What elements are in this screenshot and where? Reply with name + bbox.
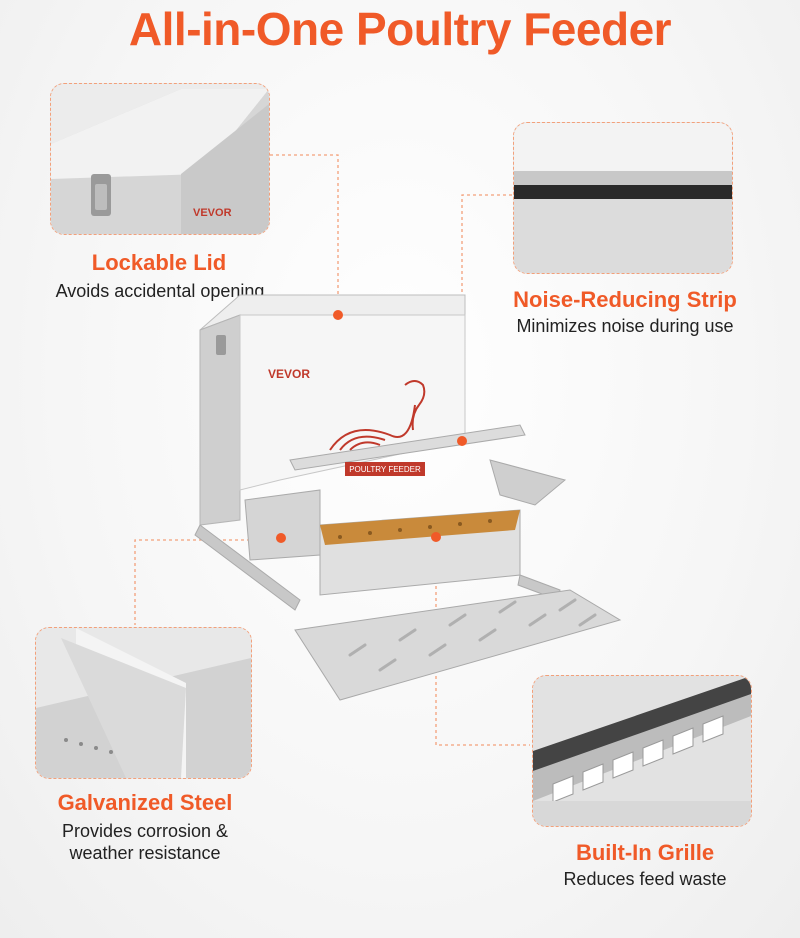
feature-desc-built-in-grille: Reduces feed waste [563, 869, 727, 889]
feature-title-galvanized-steel: Galvanized Steel [57, 790, 233, 815]
product-label: POULTRY FEEDER [349, 465, 421, 474]
feature-desc-lockable-lid: Avoids accidental opening [55, 281, 265, 301]
noise-strip-image [513, 122, 733, 274]
poultry-feeder-product: VEVOR POULTRY FEEDER [194, 294, 622, 701]
feature-desc-noise-strip: Minimizes noise during use [516, 316, 734, 336]
feature-title-lockable-lid: Lockable Lid [91, 250, 227, 275]
callout-dot-grille [431, 532, 441, 542]
callout-dot-steel [276, 533, 286, 543]
feature-desc-galvanized-steel-1: Provides corrosion & [61, 821, 229, 841]
built-in-grille-image [532, 675, 752, 827]
feature-title-built-in-grille: Built-In Grille [575, 840, 715, 865]
lockable-lid-image: VEVOR [50, 83, 270, 235]
feature-desc-galvanized-steel-2: weather resistance [69, 843, 221, 863]
callout-dot-lid [333, 310, 343, 320]
callout-dot-strip [457, 436, 467, 446]
feature-title-noise-strip: Noise-Reducing Strip [513, 287, 737, 312]
rooster-illustration [329, 380, 426, 451]
page-title: All-in-One Poultry Feeder [128, 3, 672, 55]
galvanized-steel-image [35, 627, 252, 779]
brand-logo: VEVOR [193, 207, 232, 219]
product-brand-logo: VEVOR [268, 367, 310, 381]
